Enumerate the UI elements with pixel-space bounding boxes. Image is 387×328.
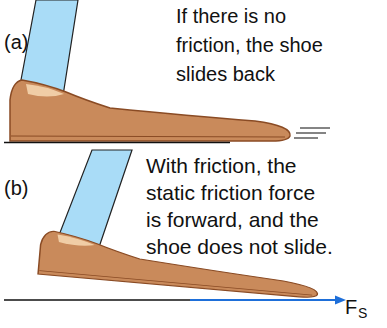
ground-line bbox=[4, 142, 230, 144]
force-subscript: S bbox=[358, 306, 367, 321]
force-symbol: F bbox=[345, 296, 357, 318]
arrow-head bbox=[335, 296, 346, 305]
motion-lines bbox=[294, 128, 330, 138]
shoe bbox=[10, 80, 290, 141]
force-arrow bbox=[190, 299, 337, 301]
explanation-text: If there is no friction, the shoe slides… bbox=[176, 2, 330, 89]
panel-letter: (b) bbox=[4, 176, 28, 200]
ground-line bbox=[4, 299, 336, 301]
explanation-text: With friction, the static friction force… bbox=[146, 152, 336, 260]
panel-letter: (a) bbox=[4, 30, 28, 54]
leg bbox=[54, 150, 132, 256]
